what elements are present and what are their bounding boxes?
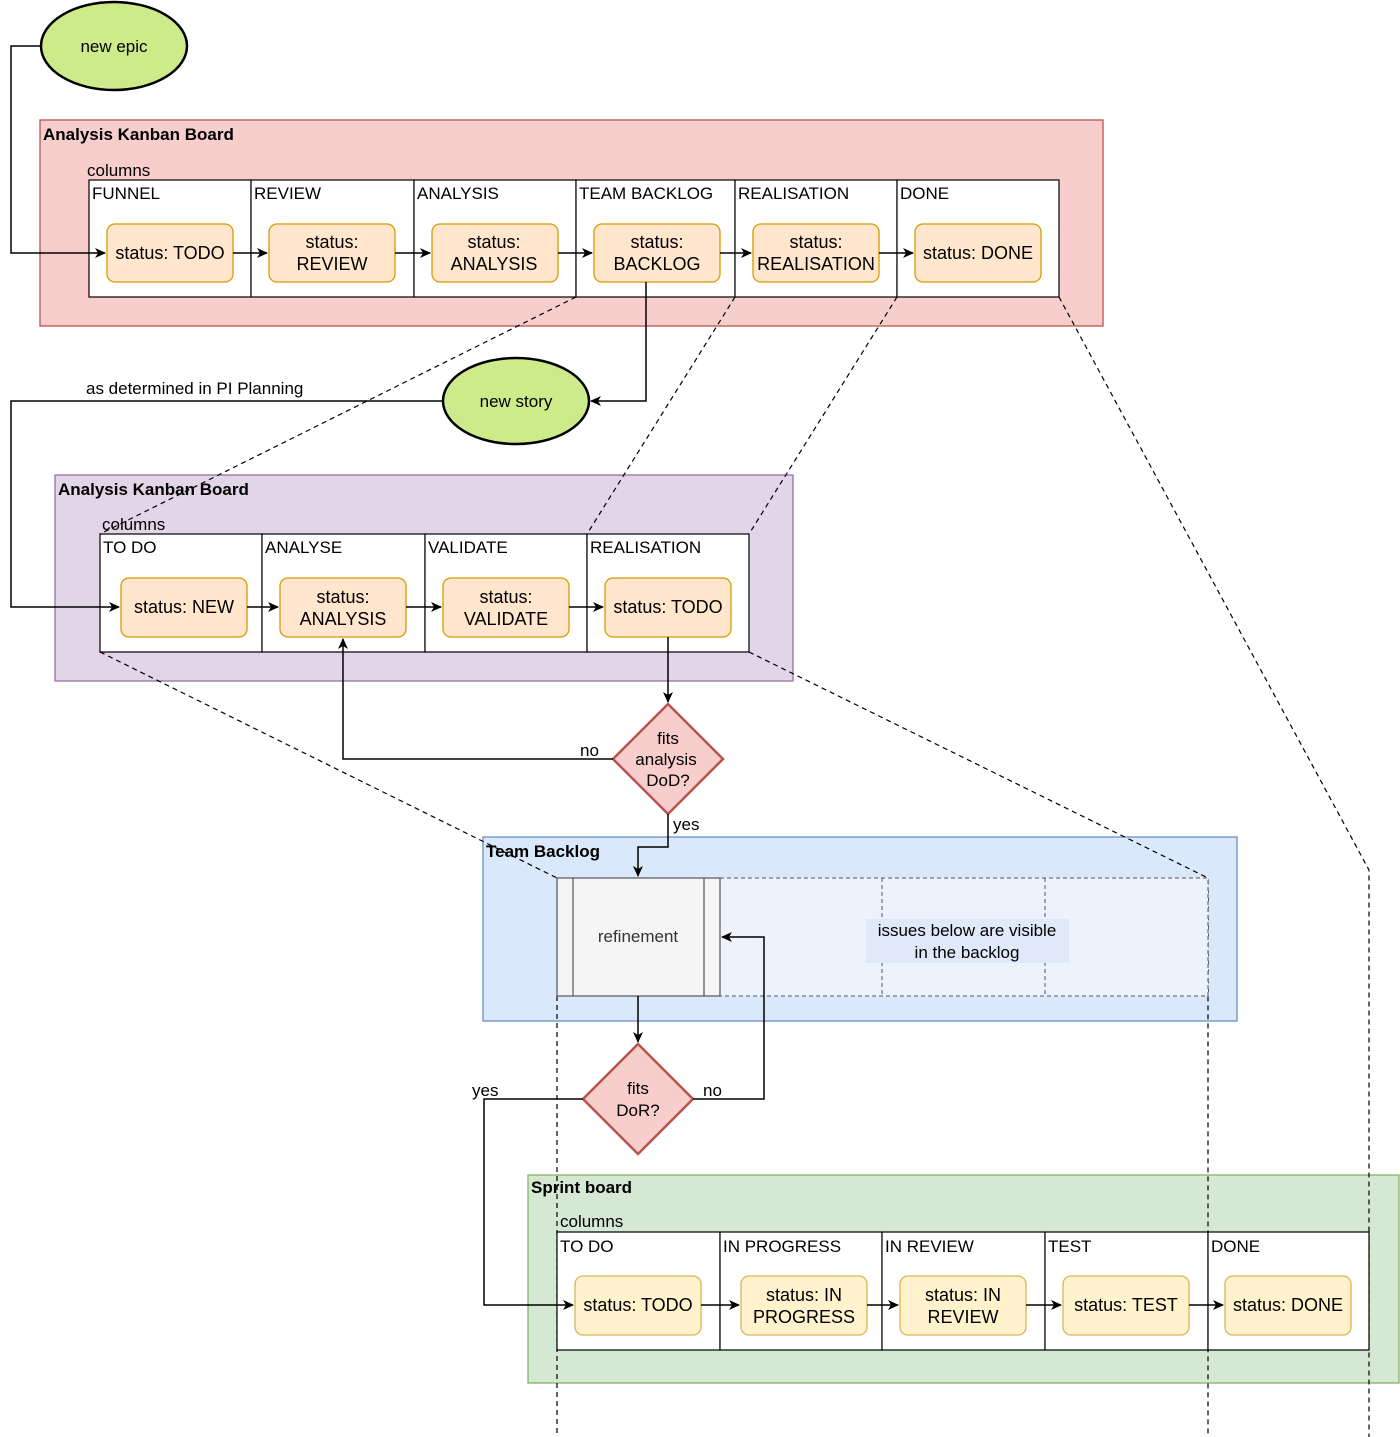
sprint-board-columns-label: columns [560, 1212, 623, 1231]
epic-column-header: REALISATION [738, 184, 849, 203]
status-card-label: status: [789, 232, 842, 252]
epic-board-title: Analysis Kanban Board [43, 125, 234, 144]
connector-dor-yes [483, 1098, 583, 1310]
backlog-note: in the backlog [915, 943, 1020, 962]
status-card-label: status: [316, 587, 369, 607]
new-epic-label: new epic [80, 37, 148, 56]
status-card-label: status: [305, 232, 358, 252]
projection-line [99, 296, 577, 535]
connector-new-epic-to-funnel [10, 45, 106, 258]
epic-board-cards: status: TODO status: REVIEW status: ANAL… [106, 223, 1042, 283]
status-card-label: status: TODO [115, 243, 224, 263]
edge-label-pi-planning: as determined in PI Planning [86, 379, 303, 398]
status-card-label: status: IN [925, 1285, 1001, 1305]
projection-line [586, 296, 736, 535]
status-card-done [914, 223, 1042, 283]
backlog-note-background [866, 919, 1069, 963]
story-board-title: Analysis Kanban Board [58, 480, 249, 499]
status-card-label: status: [467, 232, 520, 252]
epic-column-header: DONE [900, 184, 949, 203]
new-epic-start-node [39, 0, 189, 92]
status-card-done [1224, 1275, 1352, 1336]
sprint-column-header: IN REVIEW [885, 1237, 974, 1256]
story-column-header: ANALYSE [265, 538, 342, 557]
connector-dod-yes [633, 814, 669, 877]
status-card-label: status: IN [766, 1285, 842, 1305]
status-card-label: status: DONE [1233, 1295, 1343, 1315]
status-card-label: status: TEST [1074, 1295, 1178, 1315]
epic-column-header: REVIEW [254, 184, 321, 203]
status-card-label: ANALYSIS [300, 609, 387, 629]
story-column-header: VALIDATE [428, 538, 508, 557]
status-card-label: status: [630, 232, 683, 252]
status-card-label: status: TODO [583, 1295, 692, 1315]
sprint-board-title: Sprint board [531, 1178, 632, 1197]
story-column-header: TO DO [103, 538, 157, 557]
status-card-label: REVIEW [296, 254, 367, 274]
connector-new-story-to-todo [10, 400, 443, 612]
decision-label: fits [657, 729, 679, 748]
edge-label-dod-yes: yes [673, 815, 699, 834]
status-card-label: ANALYSIS [451, 254, 538, 274]
edge-label-dor-yes: yes [472, 1081, 498, 1100]
backlog-area: issues below are visible in the backlog … [556, 877, 1209, 997]
backlog-note: issues below are visible [878, 921, 1057, 940]
status-card-label: status: NEW [134, 597, 234, 617]
edge-label-dor-no: no [703, 1081, 722, 1100]
epic-board-columns-label: columns [87, 161, 150, 180]
connectors [10, 45, 1224, 1310]
projection-line [748, 296, 898, 535]
status-card-label: REALISATION [757, 254, 875, 274]
epic-board-columns: FUNNEL REVIEW ANALYSIS TEAM BACKLOG REAL… [88, 179, 1060, 298]
sprint-column-header: TEST [1048, 1237, 1091, 1256]
story-board-cards: status: NEW status: ANALYSIS status: VAL… [120, 577, 732, 638]
status-card-label: VALIDATE [464, 609, 548, 629]
sprint-column-header: TO DO [560, 1237, 614, 1256]
edge-label-dod-no: no [580, 741, 599, 760]
status-card-label: PROGRESS [753, 1307, 855, 1327]
sprint-board-cards: status: TODO status: IN PROGRESS status:… [574, 1275, 1352, 1336]
status-card-label: status: [479, 587, 532, 607]
connector-dor-no [693, 932, 765, 1100]
connector-backlog-to-new-story [590, 282, 647, 406]
decision-label: analysis [635, 750, 696, 769]
status-card-label: REVIEW [927, 1307, 998, 1327]
decision-label: fits [627, 1079, 649, 1098]
refinement-label: refinement [598, 927, 679, 946]
status-card-label: status: DONE [923, 243, 1033, 263]
connector-dod-no [338, 638, 613, 760]
sprint-column-header: IN PROGRESS [723, 1237, 841, 1256]
decision-label: DoR? [616, 1101, 659, 1120]
epic-column-header: TEAM BACKLOG [579, 184, 713, 203]
decision-label: DoD? [646, 771, 689, 790]
epic-column-header: ANALYSIS [417, 184, 499, 203]
sprint-column-header: DONE [1211, 1237, 1260, 1256]
status-card-label: BACKLOG [613, 254, 700, 274]
decision-dor [581, 1042, 695, 1156]
projection-line [99, 651, 558, 879]
story-board-columns-label: columns [102, 515, 165, 534]
team-backlog-title: Team Backlog [486, 842, 600, 861]
status-card-label: status: TODO [613, 597, 722, 617]
epic-column-header: FUNNEL [92, 184, 160, 203]
new-story-label: new story [480, 392, 553, 411]
story-column-header: REALISATION [590, 538, 701, 557]
refinement-process [556, 877, 721, 997]
